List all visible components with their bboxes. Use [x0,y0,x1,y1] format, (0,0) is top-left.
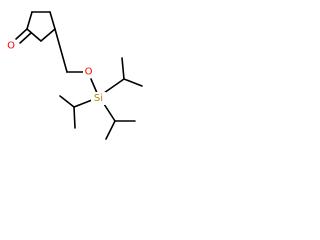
si-to-isopropyl-left-bond [73,99,93,108]
isopropyl-group-right [103,57,143,94]
cyclopentanone-ring [26,11,56,42]
ring-to-ch2-bond [54,28,68,73]
silicon-atom: Si [91,92,106,105]
isopropyl-left-methyl-up [59,95,75,108]
ether-oxygen-atom: O [83,66,94,78]
oxygen-to-silicon-bond [90,78,98,94]
carbonyl-oxygen-label: O [7,41,15,52]
isopropyl-group-bottom [103,103,136,140]
isopropyl-right-methyl-up [121,57,125,80]
molecule-structure: O O Si [0,0,150,150]
isopropyl-left-methyl-down [73,106,76,129]
ring-bond-right [40,28,56,42]
ether-oxygen-label: O [85,67,93,78]
isopropyl-bottom-methyl-down [105,120,116,140]
ring-bond-top-right [49,11,56,30]
carbonyl-oxygen-atom: O [6,40,17,52]
ring-bond-left [26,28,42,42]
si-to-isopropyl-right-bond [103,78,125,94]
silicon-label: Si [94,93,103,104]
silyl-ether-chain [54,28,98,94]
carbonyl-bond-2 [19,32,32,44]
carbonyl-double-bond [15,28,32,44]
ring-bond-top-left [26,11,33,30]
isopropyl-right-methyl-side [123,78,143,87]
isopropyl-group-left [59,95,93,129]
si-to-isopropyl-bottom-bond [103,103,116,122]
carbonyl-bond-1 [15,28,28,40]
